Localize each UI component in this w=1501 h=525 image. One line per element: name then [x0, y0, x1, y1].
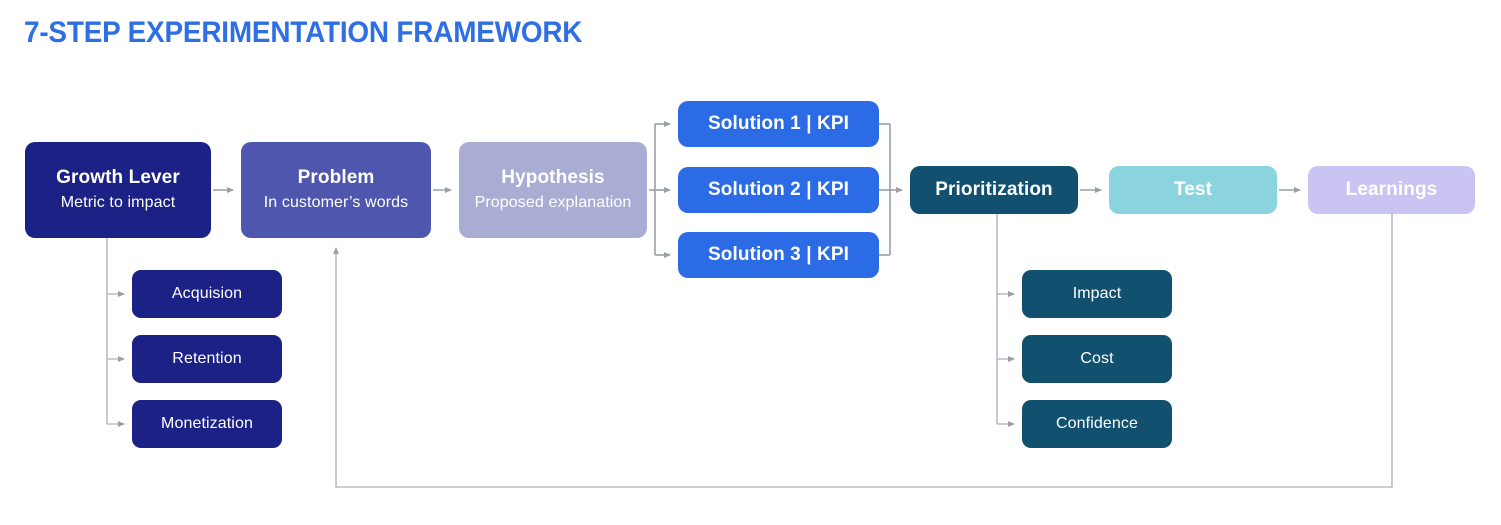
node-hypothesis-subtitle: Proposed explanation: [474, 193, 632, 211]
node-learnings-title: Learnings: [1345, 178, 1438, 200]
node-hypothesis[interactable]: Hypothesis Proposed explanation: [459, 142, 647, 238]
node-problem[interactable]: Problem In customer’s words: [241, 142, 431, 238]
node-solution-2-label: Solution 2 | KPI: [708, 178, 849, 200]
node-acquision-label: Acquision: [171, 284, 243, 302]
node-cost-label: Cost: [1080, 349, 1114, 367]
node-growth-lever[interactable]: Growth Lever Metric to impact: [25, 142, 211, 238]
node-confidence-label: Confidence: [1056, 414, 1138, 432]
node-solution-1[interactable]: Solution 1 | KPI: [678, 101, 879, 147]
node-monetization-label: Monetization: [161, 414, 253, 432]
node-growth-lever-subtitle: Metric to impact: [60, 193, 176, 211]
node-growth-lever-title: Growth Lever: [56, 167, 180, 189]
node-learnings[interactable]: Learnings: [1308, 166, 1475, 214]
node-impact[interactable]: Impact: [1022, 270, 1172, 318]
node-prioritization-title: Prioritization: [935, 178, 1053, 200]
node-monetization[interactable]: Monetization: [132, 400, 282, 448]
node-hypothesis-title: Hypothesis: [501, 167, 605, 189]
node-solution-3-label: Solution 3 | KPI: [708, 243, 849, 265]
node-retention-label: Retention: [172, 349, 242, 367]
node-test-title: Test: [1173, 178, 1213, 200]
node-problem-subtitle: In customer’s words: [263, 193, 409, 211]
node-solution-1-label: Solution 1 | KPI: [708, 112, 849, 134]
node-prioritization[interactable]: Prioritization: [910, 166, 1078, 214]
node-problem-title: Problem: [297, 167, 375, 189]
node-cost[interactable]: Cost: [1022, 335, 1172, 383]
node-confidence[interactable]: Confidence: [1022, 400, 1172, 448]
node-solution-3[interactable]: Solution 3 | KPI: [678, 232, 879, 278]
node-impact-label: Impact: [1072, 284, 1122, 302]
node-retention[interactable]: Retention: [132, 335, 282, 383]
node-test[interactable]: Test: [1109, 166, 1277, 214]
page-title: 7-STEP EXPERIMENTATION FRAMEWORK: [24, 16, 583, 49]
node-solution-2[interactable]: Solution 2 | KPI: [678, 167, 879, 213]
node-acquision[interactable]: Acquision: [132, 270, 282, 318]
